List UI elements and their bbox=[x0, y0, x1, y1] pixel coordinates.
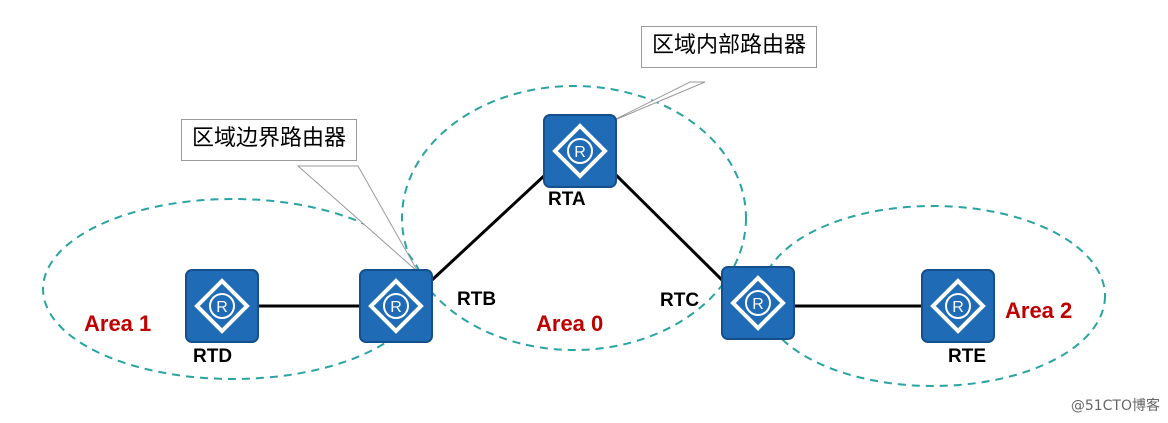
router-circle-icon bbox=[945, 293, 971, 319]
link-rta-rtc bbox=[614, 173, 724, 282]
router-diamond-icon bbox=[552, 123, 608, 179]
area-labels: Area 1 Area 0 Area 2 bbox=[84, 298, 1072, 336]
router-body bbox=[185, 269, 259, 343]
area-label-area-0: Area 0 bbox=[536, 311, 603, 336]
router-icon-rtd: R bbox=[185, 269, 259, 343]
router-label-rta: RTA bbox=[548, 189, 586, 210]
router-circle-icon bbox=[209, 293, 235, 319]
internal-router-callout: 区域内部路由器 bbox=[641, 26, 818, 68]
internal-router-callout-text: 区域内部路由器 bbox=[652, 33, 807, 58]
routers: R R R R R bbox=[185, 114, 995, 343]
router-body bbox=[721, 266, 795, 340]
router-circle-icon bbox=[745, 290, 771, 316]
router-label-rtc: RTC bbox=[660, 290, 699, 311]
router-glyph: R bbox=[952, 299, 964, 316]
router-glyph: R bbox=[574, 144, 586, 161]
router-label-rte: RTE bbox=[948, 346, 986, 367]
router-labels: RTA RTB RTC RTD RTE bbox=[193, 189, 986, 367]
router-glyph: R bbox=[390, 299, 402, 316]
callout-pointers bbox=[296, 81, 706, 273]
router-circle-icon bbox=[383, 293, 409, 319]
links bbox=[259, 173, 922, 308]
router-glyph: R bbox=[216, 299, 228, 316]
router-glyph: R bbox=[752, 296, 764, 313]
router-label-rtd: RTD bbox=[193, 346, 232, 367]
router-icon-rta: R bbox=[543, 114, 617, 188]
router-diamond-icon bbox=[368, 278, 424, 334]
link-rtb-rta bbox=[430, 173, 547, 282]
area-label-area-2: Area 2 bbox=[1005, 298, 1072, 323]
router-icon-rtb: R bbox=[359, 269, 433, 343]
router-circle-icon bbox=[567, 138, 593, 164]
border-router-callout-text: 区域边界路由器 bbox=[192, 126, 347, 151]
router-diamond-icon bbox=[194, 278, 250, 334]
router-body bbox=[543, 114, 617, 188]
router-body bbox=[921, 269, 995, 343]
router-diamond-icon bbox=[930, 278, 986, 334]
router-icon-rtc: R bbox=[721, 266, 795, 340]
router-icon-rte: R bbox=[921, 269, 995, 343]
router-label-rtb: RTB bbox=[457, 289, 496, 310]
border-router-callout: 区域边界路由器 bbox=[181, 119, 358, 161]
area-label-area-1: Area 1 bbox=[84, 311, 151, 336]
router-diamond-icon bbox=[730, 275, 786, 331]
area-0-boundary bbox=[401, 85, 747, 351]
router-body bbox=[359, 269, 433, 343]
watermark: @51CTO博客 bbox=[1070, 398, 1160, 414]
border-callout-pointer bbox=[296, 165, 419, 273]
internal-callout-pointer bbox=[609, 81, 706, 123]
